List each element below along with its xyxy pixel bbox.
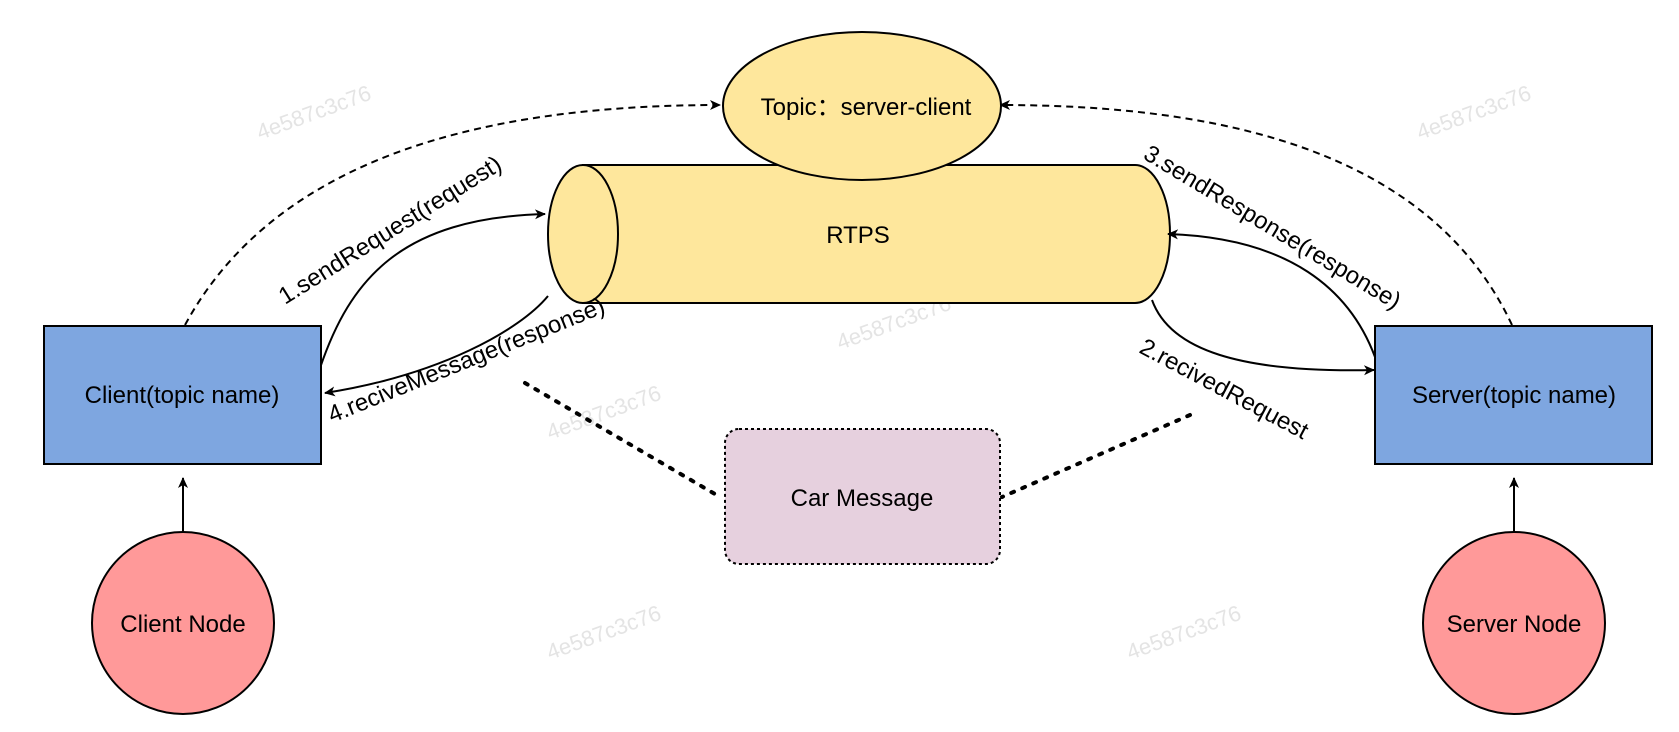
server-to-topic-dashed-edge: [999, 100, 1513, 326]
client-box: Client(topic name): [43, 325, 322, 465]
server-box: Server(topic name): [1374, 325, 1653, 465]
watermark: 4e587c3c76: [1123, 600, 1244, 664]
send-request-label: 1.sendRequest(request): [274, 151, 507, 310]
topic-ellipse: Topic：server-client: [722, 31, 1002, 181]
server-node-label: Server Node: [1447, 611, 1582, 638]
client-label: Client(topic name): [85, 382, 280, 409]
server-label: Server(topic name): [1412, 382, 1616, 409]
send-response-label: 3.sendResponse(response): [1139, 140, 1406, 315]
send-response-edge: [1167, 229, 1376, 358]
recived-request-label: 2.recivedRequest: [1135, 333, 1313, 445]
watermark: 4e587c3c76: [543, 600, 664, 664]
watermark: 4e587c3c76: [543, 380, 664, 444]
car-message-label: Car Message: [791, 485, 934, 512]
client-to-topic-dashed-edge: [184, 100, 721, 326]
watermark: 4e587c3c76: [253, 80, 374, 144]
watermark: 4e587c3c76: [1413, 80, 1534, 144]
recive-message-edge: [324, 295, 549, 397]
rtps-cylinder: RTPS: [547, 164, 1171, 304]
recived-request-edge: [1151, 299, 1375, 376]
car-message-box: Car Message: [724, 428, 1001, 565]
topic-label: Topic：server-client: [761, 94, 972, 121]
server-node-circle: Server Node: [1422, 531, 1606, 715]
send-request-edge: [319, 209, 546, 369]
server-to-car-message-dotted-edge: [1000, 413, 1192, 499]
client-node-circle: Client Node: [91, 531, 275, 715]
client-to-car-message-dotted-edge: [523, 381, 722, 499]
client-node-label: Client Node: [120, 611, 245, 638]
rtps-label: RTPS: [826, 222, 890, 249]
